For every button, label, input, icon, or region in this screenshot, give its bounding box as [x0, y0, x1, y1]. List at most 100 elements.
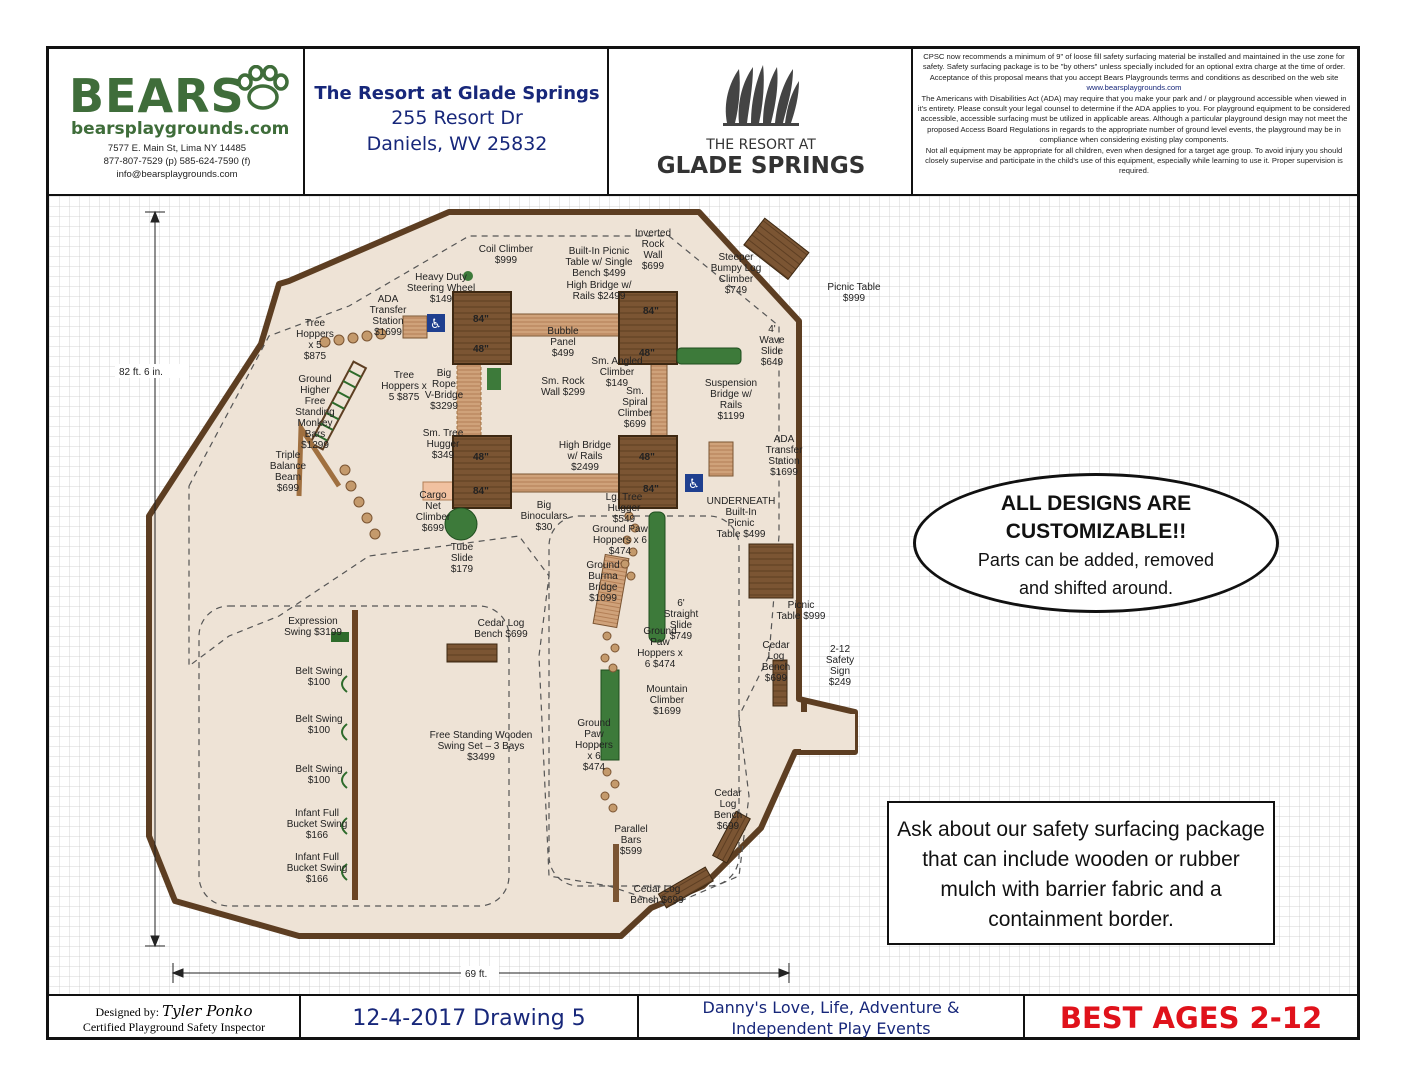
monkey-bars — [308, 360, 368, 451]
customizable-line2: CUSTOMIZABLE!! — [1005, 520, 1187, 543]
drawing-frame: BEARS bearsplaygrounds.com 7577 E. Main … — [46, 46, 1360, 1040]
project-name-block: Danny's Love, Life, Adventure & Independ… — [639, 996, 1025, 1040]
triple-balance-beam — [296, 419, 342, 497]
disclaimer-text: CPSC now recommends a minimum of 9" of l… — [917, 52, 1351, 177]
project-line1: Danny's Love, Life, Adventure & — [702, 998, 960, 1017]
surfacing-callout: Ask about our safety surfacing package t… — [887, 801, 1275, 945]
client-street: 255 Resort Dr — [391, 107, 523, 129]
designed-by-label: Designed by: — [95, 1004, 160, 1019]
ada-transfer-right — [708, 441, 734, 477]
deck-label: 48" — [473, 344, 489, 355]
equipment-label: Belt Swing$100 — [295, 714, 342, 736]
use-zone-outline — [188, 235, 780, 907]
deck-label: 48" — [639, 348, 655, 359]
deck-top-left: 84" 48" — [452, 291, 512, 365]
equipment-label: Belt Swing$100 — [295, 764, 342, 786]
client-block: The Resort at Glade Springs 255 Resort D… — [305, 49, 609, 194]
parallel-bars — [613, 844, 619, 902]
equipment-label: High Bridge w/Rails $2499 — [566, 280, 631, 302]
equipment-label: Coil Climber$999 — [479, 244, 534, 266]
svg-text:♿: ♿ — [688, 477, 700, 492]
paw-hoppers — [600, 511, 640, 813]
deck-label: 48" — [473, 452, 489, 463]
customizable-line3: Parts can be added, removed — [977, 550, 1215, 570]
disclaimer-ada: The Americans with Disabilities Act (ADA… — [917, 93, 1351, 145]
tube-slide — [444, 507, 478, 541]
client-city: Daniels, WV 25832 — [366, 133, 548, 155]
cedar-log-bench-right — [772, 659, 788, 707]
ada-transfer-left — [402, 315, 428, 339]
deck-bottom-right: 48" 84" — [618, 435, 678, 509]
burma-bridge — [592, 553, 630, 629]
ages-label: BEST AGES 2-12 — [1059, 1001, 1323, 1035]
resort-logo-line1: THE RESORT AT — [706, 137, 816, 153]
entrance-path — [801, 714, 855, 750]
deck-label: 48" — [639, 452, 655, 463]
drawing-date: 12-4-2017 Drawing 5 — [301, 996, 639, 1040]
bears-address: 7577 E. Main St, Lima NY 14485 — [107, 143, 247, 154]
deck-label: 84" — [643, 484, 659, 495]
resort-tree-icon — [723, 65, 799, 126]
resort-logo-line2: GLADE SPRINGS — [656, 153, 866, 179]
cedar-log-bench-center — [446, 643, 498, 663]
disclaimer-block: CPSC now recommends a minimum of 9" of l… — [913, 49, 1357, 194]
bears-email: info@bearsplaygrounds.com — [116, 169, 238, 180]
customizable-line1: ALL DESIGNS ARE — [1000, 492, 1192, 515]
customizable-line4: and shifted around. — [1018, 578, 1174, 598]
ada-wheelchair-icon: ♿ — [427, 314, 445, 332]
disclaimer-cpsc: CPSC now recommends a minimum of 9" of l… — [922, 52, 1346, 82]
disclaimer-link[interactable]: www.bearsplaygrounds.com — [1086, 83, 1182, 93]
ada-wheelchair-icon: ♿ — [685, 474, 703, 492]
picnic-table-top — [743, 217, 810, 281]
bears-phone: 877-807-7529 (p) 585-624-7590 (f) — [103, 156, 251, 167]
deck-bottom-left: 48" 84" — [452, 435, 512, 509]
safety-sign — [801, 698, 807, 712]
wave-slide — [676, 347, 742, 365]
straight-slide — [648, 511, 666, 643]
disclaimer-supervision: Not all equipment may be appropriate for… — [925, 145, 1343, 176]
designer-block: Designed by: Tyler Ponko Certified Playg… — [49, 996, 301, 1040]
equipment-label: Belt Swing$100 — [295, 666, 342, 688]
width-dimension-label: 69 ft. — [465, 969, 487, 980]
cedar-log-bench-lower — [711, 810, 751, 864]
bears-logo-block: BEARS bearsplaygrounds.com 7577 E. Main … — [49, 49, 305, 194]
deck-label: 84" — [473, 486, 489, 497]
resort-logo-block: THE RESORT AT GLADE SPRINGS — [609, 49, 913, 194]
height-dimension — [145, 210, 165, 948]
